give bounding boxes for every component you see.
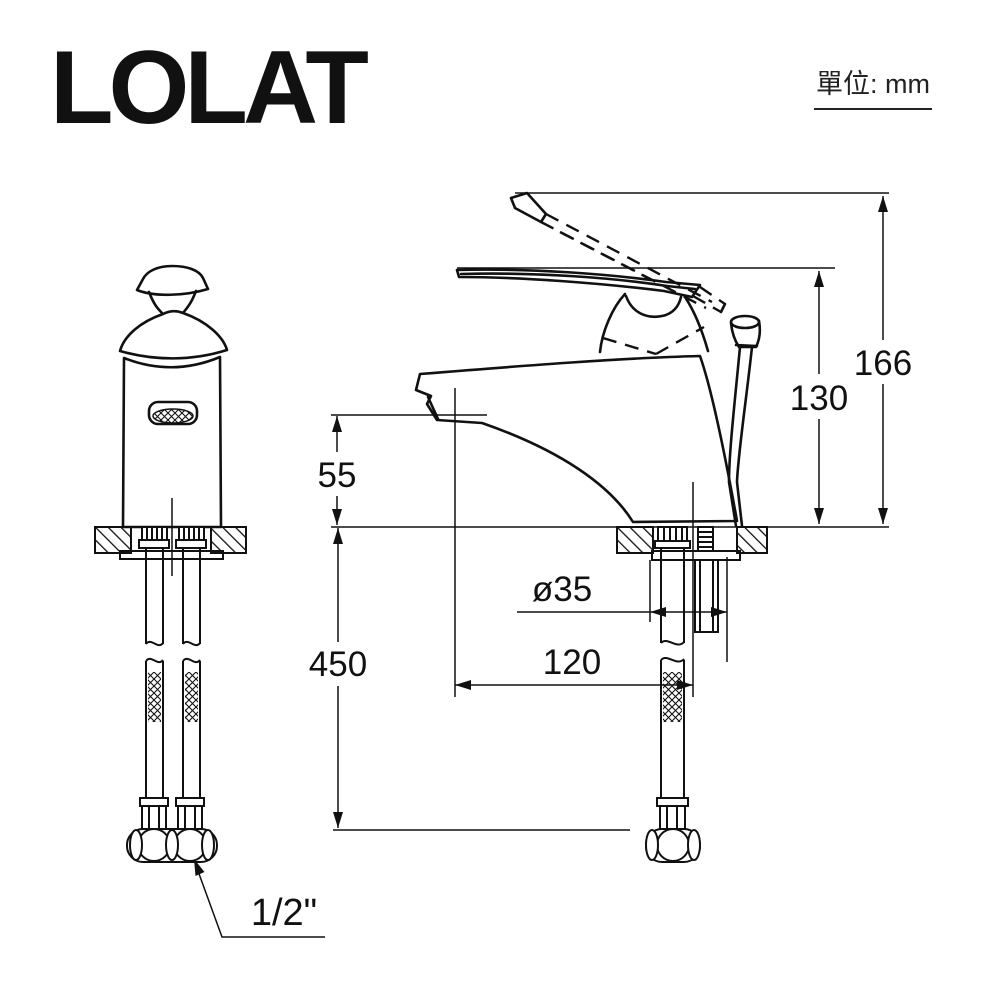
side-connector-fitting [645, 828, 701, 863]
front-body [121, 355, 223, 529]
front-aerator-window [147, 400, 199, 426]
side-cartridge-neck [598, 292, 627, 354]
side-neck-hidden-lines [602, 325, 705, 356]
front-hose-braid [185, 672, 198, 722]
front-handle-skirt [118, 309, 229, 360]
unit-label: 單位: mm [814, 62, 932, 110]
side-popup-rod [727, 314, 762, 528]
side-mounting-nut [694, 559, 719, 633]
dimension-label-spout-reach: 120 [543, 643, 601, 682]
dimension-label-hole-diameter: ø35 [532, 570, 592, 609]
front-connector-fittings [126, 828, 218, 863]
front-hose-braid [148, 672, 161, 722]
side-hose-nut [656, 797, 689, 831]
dimension-arrowheads [194, 196, 888, 876]
side-handle-raised-dashed [509, 191, 713, 310]
side-shank-threads [654, 526, 691, 549]
front-countertop-section [94, 526, 247, 554]
front-view-faucet [94, 264, 247, 863]
dimension-label-overall-height: 166 [854, 344, 912, 383]
side-view-faucet [414, 191, 768, 863]
front-shank-threads [141, 526, 205, 541]
side-countertop-section [616, 526, 768, 554]
side-threaded-rod [697, 526, 714, 552]
side-body [414, 354, 739, 524]
front-aerator-screen [152, 408, 194, 424]
brand-logo: LOLAT [50, 30, 369, 146]
side-hose-braid [663, 672, 682, 722]
dimension-label-hose-length: 450 [309, 645, 367, 684]
dimension-label-connector-size: 1/2" [251, 892, 317, 934]
front-hose-nuts [139, 797, 205, 831]
dimension-lines [95, 192, 889, 938]
front-supply-hoses [145, 548, 201, 798]
side-handle-lowered [455, 268, 702, 299]
dimension-label-spout-height: 55 [318, 456, 357, 495]
dimension-label-handle-height: 130 [790, 379, 848, 418]
front-handle-cap [135, 264, 210, 297]
